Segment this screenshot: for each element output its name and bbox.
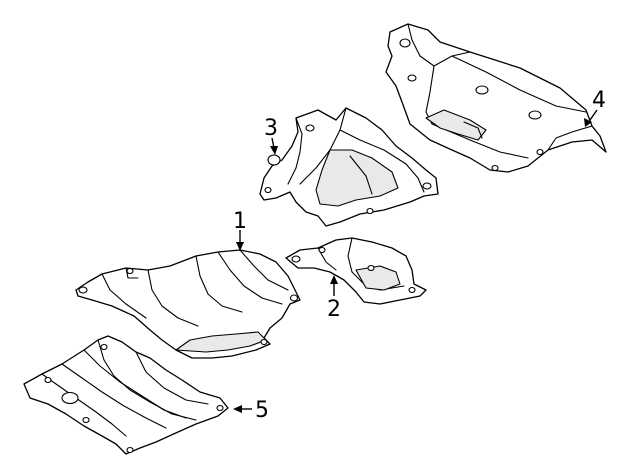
arrow-2-icon xyxy=(330,275,338,284)
heat-shield-part-3[interactable] xyxy=(259,107,439,227)
callout-3-label: 3 xyxy=(264,116,278,141)
callout-1: 1 xyxy=(233,209,247,251)
callout-5: 5 xyxy=(233,398,269,423)
arrow-3-icon xyxy=(270,146,278,155)
callout-4-label: 4 xyxy=(592,88,606,113)
arrow-4-icon xyxy=(584,118,592,127)
floor-shield-part-5[interactable] xyxy=(23,335,229,455)
heat-shield-part-2[interactable] xyxy=(285,237,427,305)
callout-1-label: 1 xyxy=(233,209,247,234)
callout-3: 3 xyxy=(264,116,278,155)
heat-shield-part-4[interactable] xyxy=(385,23,607,173)
arrow-1-icon xyxy=(236,242,244,251)
arrow-5-icon xyxy=(233,405,242,413)
callout-2: 2 xyxy=(327,275,341,322)
callout-4: 4 xyxy=(584,88,606,127)
heat-shield-part-1[interactable] xyxy=(75,249,301,359)
callout-2-label: 2 xyxy=(327,297,341,322)
leader-line-4 xyxy=(589,109,598,121)
callout-5-label: 5 xyxy=(255,398,269,423)
